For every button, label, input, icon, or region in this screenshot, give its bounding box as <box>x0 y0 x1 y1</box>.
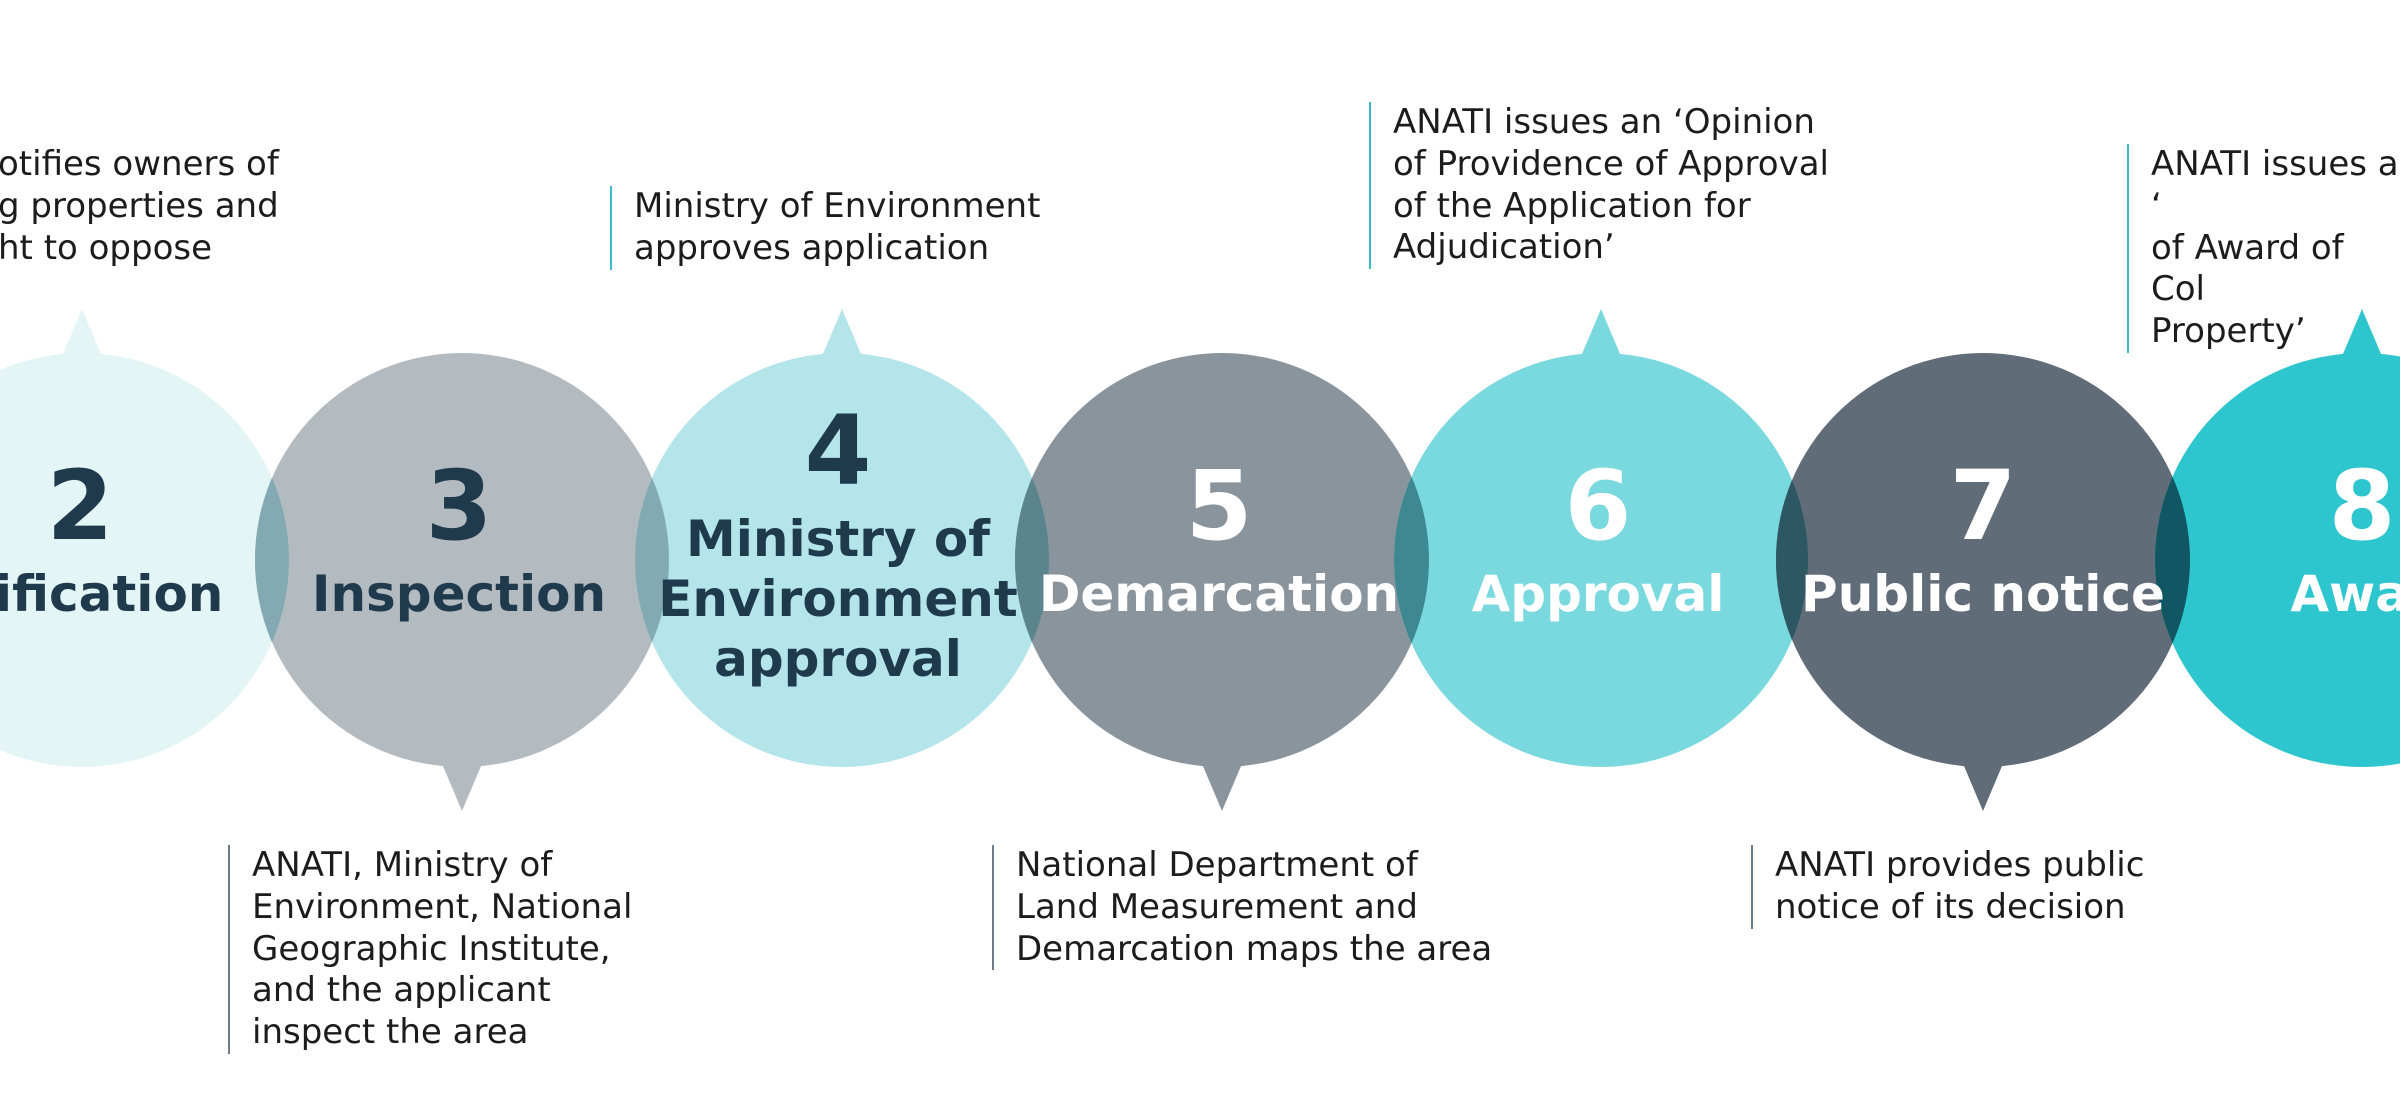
step-3-number: 3 <box>425 450 493 562</box>
step-2-number: 2 <box>46 450 114 562</box>
step-5-circle <box>1015 353 1429 767</box>
step-8-pointer <box>2340 309 2384 361</box>
step-7-pointer <box>1961 759 2005 811</box>
step-5-title: Demarcation <box>1038 565 1400 623</box>
step-7-circle <box>1776 353 2190 767</box>
step-8-title: Awar <box>2290 565 2400 623</box>
step-3-callout: ANATI, Ministry of Environment, National… <box>228 845 632 1055</box>
step-6-callout: ANATI issues an ‘Opinion of Providence o… <box>1369 102 1829 270</box>
step-2-circle <box>0 353 289 767</box>
step-8-label: 8 Awar <box>2122 458 2400 624</box>
step-2-title: otification <box>0 565 224 623</box>
overlap-7-8 <box>2155 476 2190 644</box>
step-6-circle <box>1394 353 1808 767</box>
step-3-label: 3 Inspection <box>219 458 699 624</box>
overlap-6-7 <box>1776 480 1808 640</box>
step-2-label: 2 otification <box>0 458 320 624</box>
step-8-number: 8 <box>2328 450 2396 562</box>
step-3-pointer <box>440 759 484 811</box>
step-2-pointer <box>60 309 104 361</box>
step-3-circle <box>255 353 669 767</box>
step-5-pointer <box>1200 759 1244 811</box>
step-7-label: 7 Public notice <box>1743 458 2223 624</box>
step-7-title: Public notice <box>1801 565 2165 623</box>
step-5-callout: National Department of Land Measurement … <box>992 845 1492 971</box>
step-4-circle <box>635 353 1049 767</box>
step-8-callout: ANATI issues a ‘ of Award of Col Propert… <box>2127 144 2400 354</box>
step-5-number: 5 <box>1185 450 1253 562</box>
step-5-label: 5 Demarcation <box>979 458 1459 624</box>
overlap-4-5 <box>1014 477 1049 643</box>
overlap-3-4 <box>634 477 669 643</box>
step-4-pointer <box>820 309 864 361</box>
step-6-number: 6 <box>1564 450 1632 562</box>
overlap-5-6 <box>1394 476 1430 644</box>
step-7-number: 7 <box>1949 450 2017 562</box>
step-6-title: Approval <box>1471 565 1725 623</box>
step-8-circle <box>2155 353 2400 767</box>
step-4-label: 4 Ministry of Environment approval <box>598 403 1078 689</box>
step-7-callout: ANATI provides public notice of its deci… <box>1751 845 2144 929</box>
step-6-pointer <box>1579 309 1623 361</box>
step-4-title: Ministry of Environment approval <box>658 510 1018 688</box>
step-2-callout: otifies owners of g properties and ht to… <box>0 144 279 268</box>
step-4-callout: Ministry of Environment approves applica… <box>610 186 1040 270</box>
step-3-title: Inspection <box>311 565 607 623</box>
step-6-label: 6 Approval <box>1358 458 1838 624</box>
overlap-2-3 <box>254 477 290 643</box>
step-4-number: 4 <box>804 395 872 507</box>
